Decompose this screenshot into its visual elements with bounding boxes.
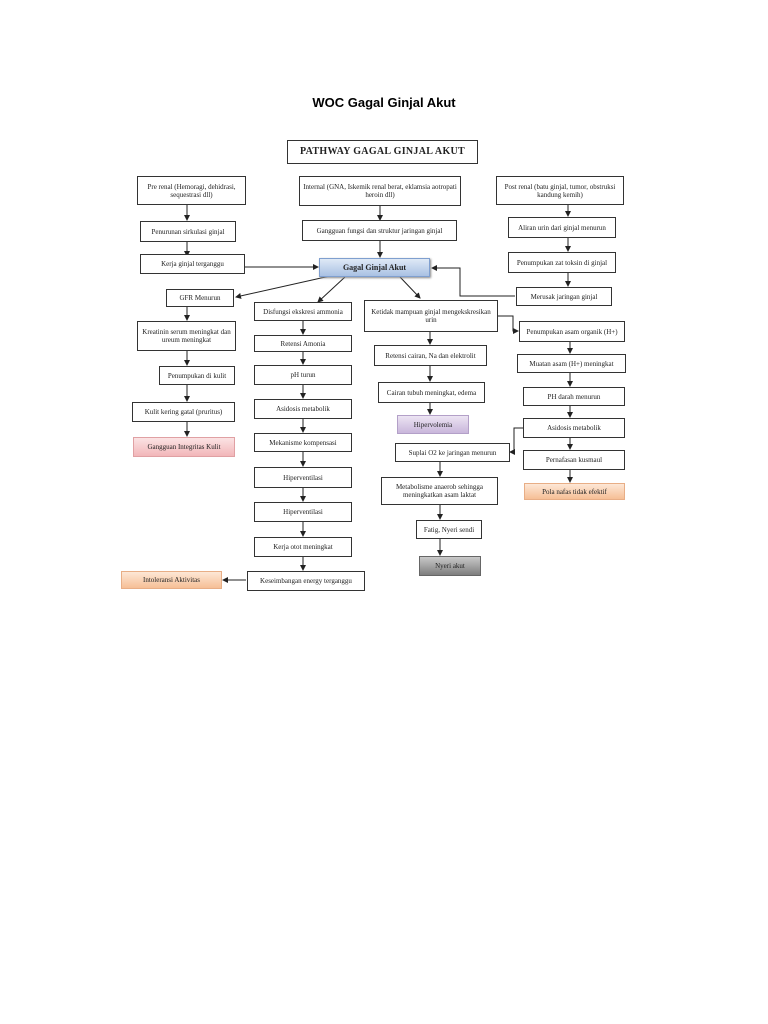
node-pernafasan-kusmaul: Pernafasan kusmaul — [523, 450, 625, 470]
node-suplai-o2: Suplai O2 ke jaringan menurun — [395, 443, 510, 462]
node-hipervolemia: Hipervolemia — [397, 415, 469, 434]
node-retensi-amonia: Retensi Amonia — [254, 335, 352, 352]
node-kreatinin: Kreatinin serum meningkat dan ureum meni… — [137, 321, 236, 351]
node-kerja-ginjal: Kerja ginjal terganggu — [140, 254, 245, 274]
node-gagal-ginjal-akut: Gagal Ginjal Akut — [319, 258, 430, 277]
node-ph-darah: PH darah menurun — [523, 387, 625, 406]
node-asidosis-metabolik-2: Asidosis metabolik — [523, 418, 625, 438]
node-penumpukan-zat: Penumpukan zat toksin di ginjal — [508, 252, 616, 273]
node-disfungsi-ekskresi: Disfungsi ekskresi ammonia — [254, 302, 352, 321]
node-ketidak-mampuan: Ketidak mampuan ginjal mengekskresikan u… — [364, 300, 498, 332]
node-nyeri-akut: Nyeri akut — [419, 556, 481, 576]
node-hiperventilasi-2: Hiperventilasi — [254, 502, 352, 522]
node-fatig-nyeri: Fatig, Nyeri sendi — [416, 520, 482, 539]
node-pola-nafas: Pola nafas tidak efektif — [524, 483, 625, 500]
arrow — [399, 276, 421, 299]
node-gangguan-fungsi: Gangguan fungsi dan struktur jaringan gi… — [302, 220, 457, 241]
node-penurunan-sirkulasi: Penurunan sirkulasi ginjal — [140, 221, 236, 242]
node-merusak-jaringan: Merusak jaringan ginjal — [516, 287, 612, 306]
node-metabolisme-anaerob: Metabolisme anaerob sehingga meningkatka… — [381, 477, 498, 505]
page-title: WOC Gagal Ginjal Akut — [312, 95, 456, 110]
node-keseimbangan: Keseimbangan energy terganggu — [247, 571, 365, 591]
arrow — [235, 275, 331, 299]
node-penumpukan-asam: Penumpukan asam organik (H+) — [519, 321, 625, 342]
arrow — [509, 427, 523, 455]
node-cairan-tubuh: Cairan tubuh meningkat, edema — [378, 382, 485, 403]
node-hiperventilasi-1: Hiperventilasi — [254, 467, 352, 488]
node-pre-renal: Pre renal (Hemoragi, dehidrasi, sequestr… — [137, 176, 246, 205]
node-kerja-otot: Kerja otot meningkat — [254, 537, 352, 557]
node-muatan-asam: Muatan asam (H+) meningkat — [517, 354, 626, 373]
node-post-renal: Post renal (batu ginjal, tumor, obstruks… — [496, 176, 624, 205]
arrow — [431, 265, 515, 297]
node-mekanisme-kompensasi: Mekanisme kompensasi — [254, 433, 352, 452]
node-gfr-menurun: GFR Menurun — [166, 289, 234, 307]
node-asidosis-metabolik-1: Asidosis metabolik — [254, 399, 352, 419]
node-aliran-urin: Aliran urin dari ginjal menurun — [508, 217, 616, 238]
arrow — [317, 276, 346, 303]
node-internal: Internal (GNA, Iskemik renal berat, ekla… — [299, 176, 461, 206]
node-ph-turun: pH turun — [254, 365, 352, 385]
node-retensi-cairan: Retensi cairan, Na dan elektrolit — [374, 345, 487, 366]
node-penumpukan-kulit: Penumpukan di kulit — [159, 366, 235, 385]
arrow — [498, 315, 519, 334]
node-intoleransi: Intoleransi Aktivitas — [121, 571, 222, 589]
node-kulit-kering: Kulit kering gatal (pruritus) — [132, 402, 235, 422]
node-gangguan-integritas: Gangguan Integritas Kulit — [133, 437, 235, 457]
pathway-header: PATHWAY GAGAL GINJAL AKUT — [287, 140, 478, 164]
